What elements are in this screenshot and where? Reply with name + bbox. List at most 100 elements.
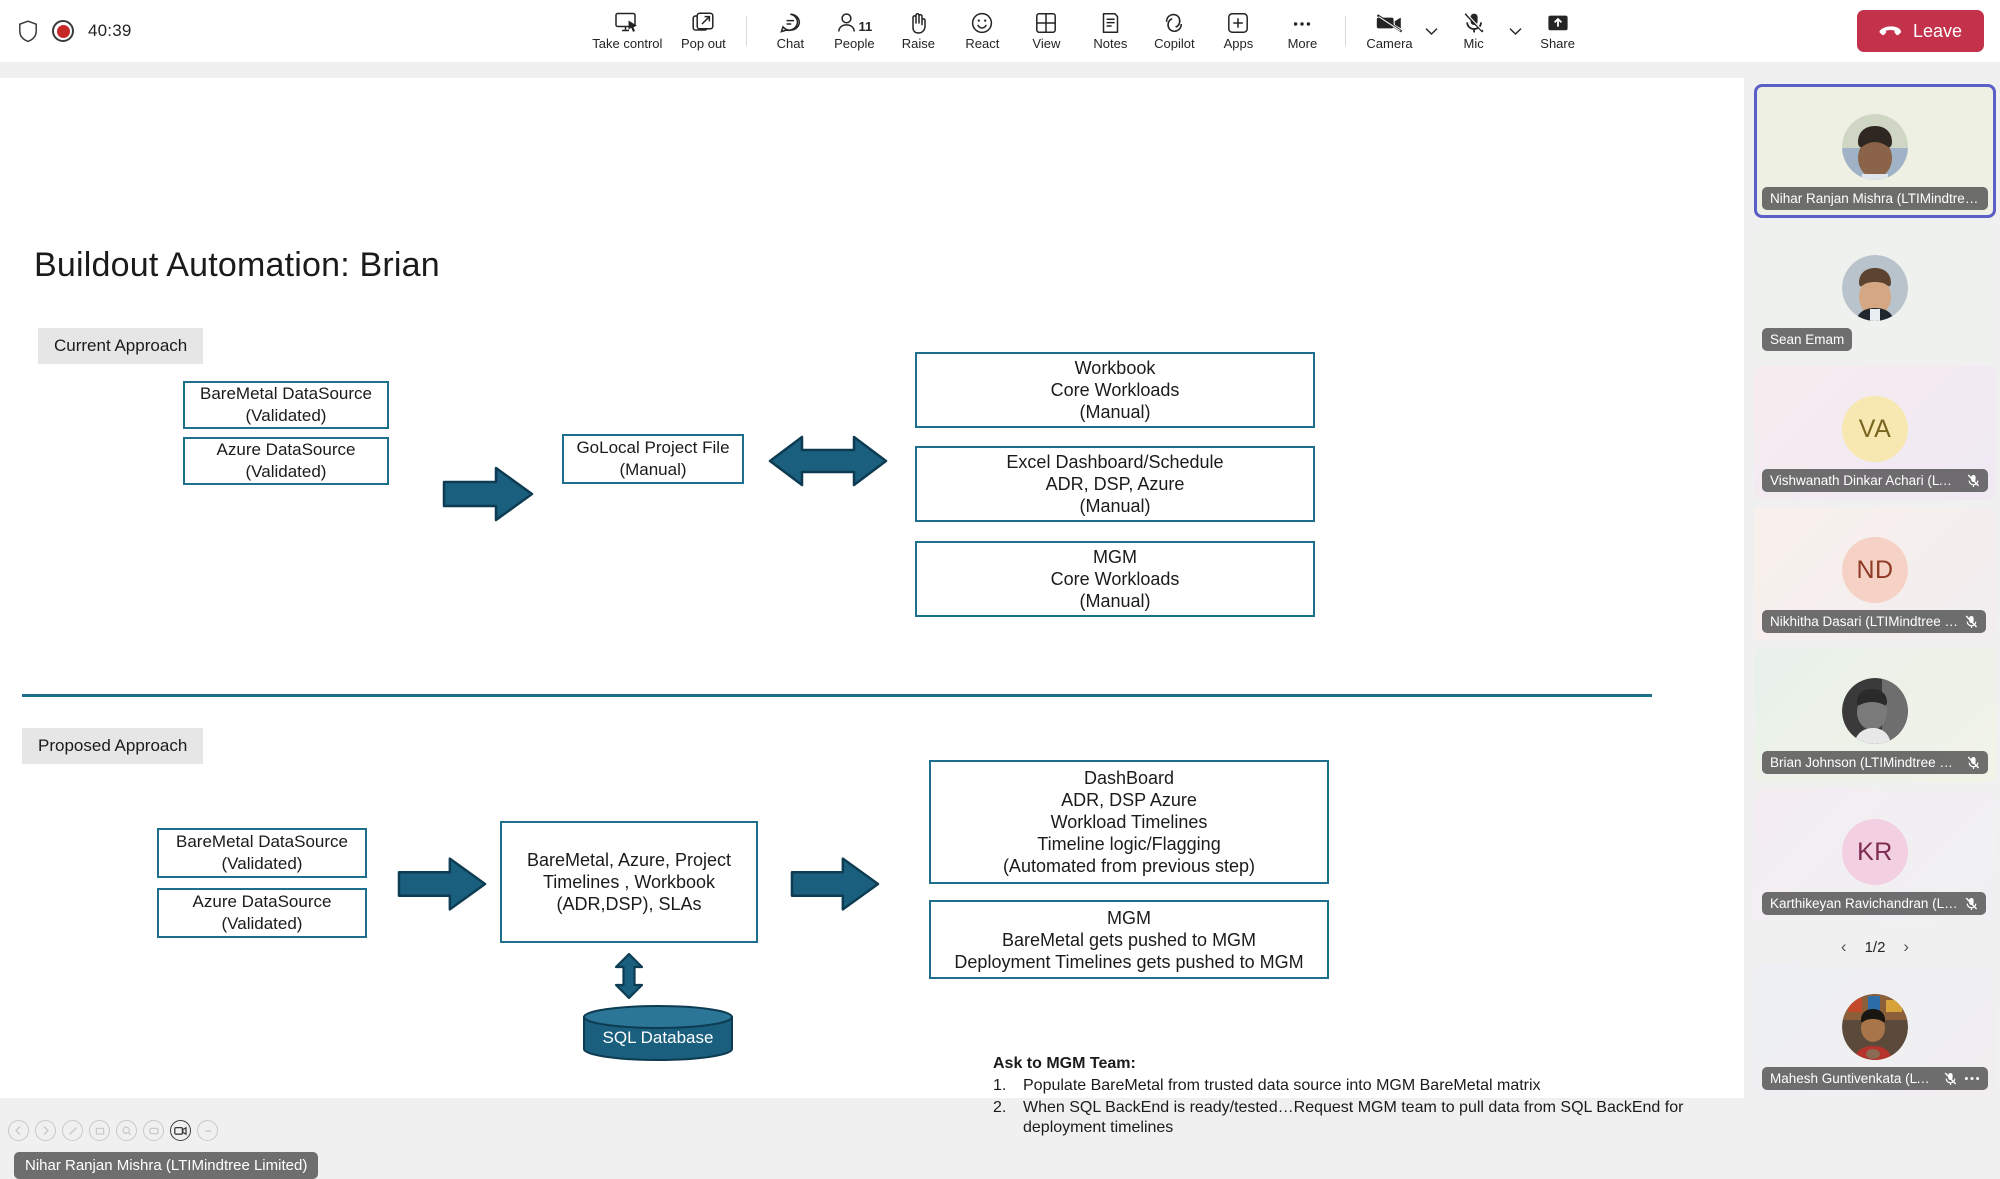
view-button[interactable]: View — [1015, 4, 1077, 58]
stamp-icon[interactable] — [89, 1120, 110, 1141]
participant-name-text: Brian Johnson (LTIMindtree L… — [1770, 755, 1960, 770]
box-line: (Validated) — [245, 406, 327, 425]
more-button[interactable]: More — [1271, 4, 1333, 58]
proposed-source-azure: Azure DataSource (Validated) — [157, 888, 367, 938]
box-line: (Automated from previous step) — [1002, 856, 1256, 876]
apps-button[interactable]: Apps — [1207, 4, 1269, 58]
chevron-right-icon[interactable]: › — [1903, 937, 1910, 956]
more-ellipsis-icon[interactable] — [1964, 1076, 1980, 1081]
take-control-button[interactable]: Take control — [584, 4, 670, 58]
raise-hand-button[interactable]: Raise — [887, 4, 949, 58]
avatar — [1842, 678, 1908, 744]
avatar — [1842, 994, 1908, 1060]
box-line: Deployment Timelines gets pushed to MGM — [954, 951, 1304, 972]
box-line: (ADR,DSP), SLAs — [556, 894, 702, 914]
box-line: (Manual) — [1079, 496, 1151, 516]
participant-name-label: Nihar Ranjan Mishra (LTIMindtree… — [1762, 187, 1988, 210]
chat-icon — [779, 12, 802, 34]
toolbar-center-group: Take control Pop out Chat 11 People — [330, 4, 1843, 58]
chat-button[interactable]: Chat — [759, 4, 821, 58]
participant-name-text: Vishwanath Dinkar Achari (LT… — [1770, 473, 1960, 488]
recording-indicator-icon — [52, 20, 74, 42]
participant-tile-nikhitha-dasari[interactable]: ND Nikhitha Dasari (LTIMindtree … — [1754, 507, 1996, 641]
participant-tile-sean-emam[interactable]: Sean Emam — [1754, 225, 1996, 359]
meeting-timer: 40:39 — [88, 21, 132, 40]
notes-icon — [1101, 12, 1120, 34]
mic-muted-icon — [1944, 1072, 1957, 1086]
mic-muted-icon — [1965, 615, 1978, 629]
chevron-left-icon[interactable]: ‹ — [1840, 937, 1847, 956]
current-golocal-project-file: GoLocal Project File (Manual) — [562, 434, 744, 484]
participant-tile-brian-johnson[interactable]: Brian Johnson (LTIMindtree L… — [1754, 648, 1996, 782]
participant-name-label: Sean Emam — [1762, 328, 1853, 351]
participant-name-label: Vishwanath Dinkar Achari (LT… — [1762, 469, 1988, 492]
toolbar-divider — [746, 16, 748, 46]
participant-name-text: Nikhitha Dasari (LTIMindtree … — [1770, 614, 1959, 629]
ask-item-number: 1. — [993, 1077, 1007, 1094]
participant-tile-karthikeyan-ravichandran[interactable]: KR Karthikeyan Ravichandran (L… — [1754, 789, 1996, 923]
redo-arrow-icon[interactable] — [35, 1120, 56, 1141]
copilot-button[interactable]: Copilot — [1143, 4, 1205, 58]
toolbar-left-group: 40:39 — [0, 19, 330, 43]
sql-database-label: SQL Database — [602, 1028, 714, 1047]
raise-hand-icon — [908, 12, 928, 34]
people-button[interactable]: 11 People — [823, 4, 885, 58]
pop-out-button[interactable]: Pop out — [672, 4, 734, 58]
view-grid-icon — [1035, 12, 1057, 34]
notes-button[interactable]: Notes — [1079, 4, 1141, 58]
proposed-central-store: BareMetal, Azure, Project Timelines , Wo… — [500, 821, 758, 943]
presenter-name-pill: Nihar Ranjan Mishra (LTIMindtree Limited… — [14, 1152, 319, 1179]
camera-button[interactable]: Camera — [1358, 4, 1420, 58]
mic-options-chevron-down-icon[interactable] — [1507, 4, 1525, 58]
pop-out-label: Pop out — [680, 36, 726, 51]
raise-hand-label: Raise — [901, 36, 936, 51]
camera-options-chevron-down-icon[interactable] — [1423, 4, 1441, 58]
current-output-workbook: Workbook Core Workloads (Manual) — [915, 352, 1315, 428]
view-label: View — [1032, 36, 1061, 51]
more-ellipsis-icon — [1291, 12, 1313, 34]
mic-button[interactable]: Mic — [1443, 4, 1505, 58]
box-line: (Manual) — [1079, 591, 1151, 611]
ask-item-text: When SQL BackEnd is ready/tested…Request… — [1023, 1099, 1684, 1136]
box-line: MGM — [1107, 907, 1151, 928]
box-line: BareMetal DataSource — [176, 832, 348, 851]
minimize-icon[interactable] — [197, 1120, 218, 1141]
pen-icon[interactable] — [62, 1120, 83, 1141]
magnifier-icon[interactable] — [116, 1120, 137, 1141]
camera-label: Camera — [1366, 36, 1413, 51]
share-button[interactable]: Share — [1527, 4, 1589, 58]
participant-roster: Nihar Ranjan Mishra (LTIMindtree… Sean E… — [1750, 62, 2000, 1125]
shield-icon — [18, 19, 38, 43]
screen-share-stop-icon[interactable] — [170, 1120, 191, 1141]
participant-name-label: Brian Johnson (LTIMindtree L… — [1762, 751, 1988, 774]
participant-tile-nihar-ranjan-mishra[interactable]: Nihar Ranjan Mishra (LTIMindtree… — [1754, 84, 1996, 218]
comment-icon[interactable] — [143, 1120, 164, 1141]
current-output-mgm: MGM Core Workloads (Manual) — [915, 541, 1315, 617]
box-line: Excel Dashboard/Schedule — [1006, 452, 1224, 472]
box-line: (Manual) — [1079, 402, 1151, 422]
box-line: Workbook — [1074, 358, 1156, 378]
avatar — [1842, 255, 1908, 321]
react-button[interactable]: React — [951, 4, 1013, 58]
mic-muted-icon — [1965, 897, 1978, 911]
ask-item-text: Populate BareMetal from trusted data sou… — [1023, 1077, 1541, 1094]
box-line: Azure DataSource — [192, 892, 332, 911]
presentation-slide[interactable]: Buildout Automation: Brian Current Appro… — [0, 78, 1744, 1136]
meeting-toolbar: 40:39 Take control Pop out Chat 11 — [0, 0, 2000, 62]
proposed-approach-label: Proposed Approach — [22, 728, 204, 764]
participant-tile-mahesh-guntivenkata[interactable]: Mahesh Guntivenkata (LT… — [1754, 964, 1996, 1098]
arrow-right-icon — [790, 856, 880, 912]
section-divider — [22, 694, 1652, 697]
arrow-double-horizontal-icon — [768, 435, 888, 487]
people-icon: 11 — [837, 12, 872, 34]
proposed-output-dashboard: DashBoard ADR, DSP Azure Workload Timeli… — [929, 760, 1329, 884]
people-label: People — [834, 36, 875, 51]
participant-tile-vishwanath-dinkar-achari[interactable]: VA Vishwanath Dinkar Achari (LT… — [1754, 366, 1996, 500]
hangup-icon — [1879, 25, 1903, 38]
box-line: Workload Timelines — [1050, 812, 1208, 832]
box-line: (Validated) — [245, 462, 327, 481]
undo-arrow-icon[interactable] — [8, 1120, 29, 1141]
mic-muted-icon — [1967, 474, 1980, 488]
leave-button[interactable]: Leave — [1856, 10, 1984, 52]
proposed-source-baremetal: BareMetal DataSource (Validated) — [157, 828, 367, 878]
